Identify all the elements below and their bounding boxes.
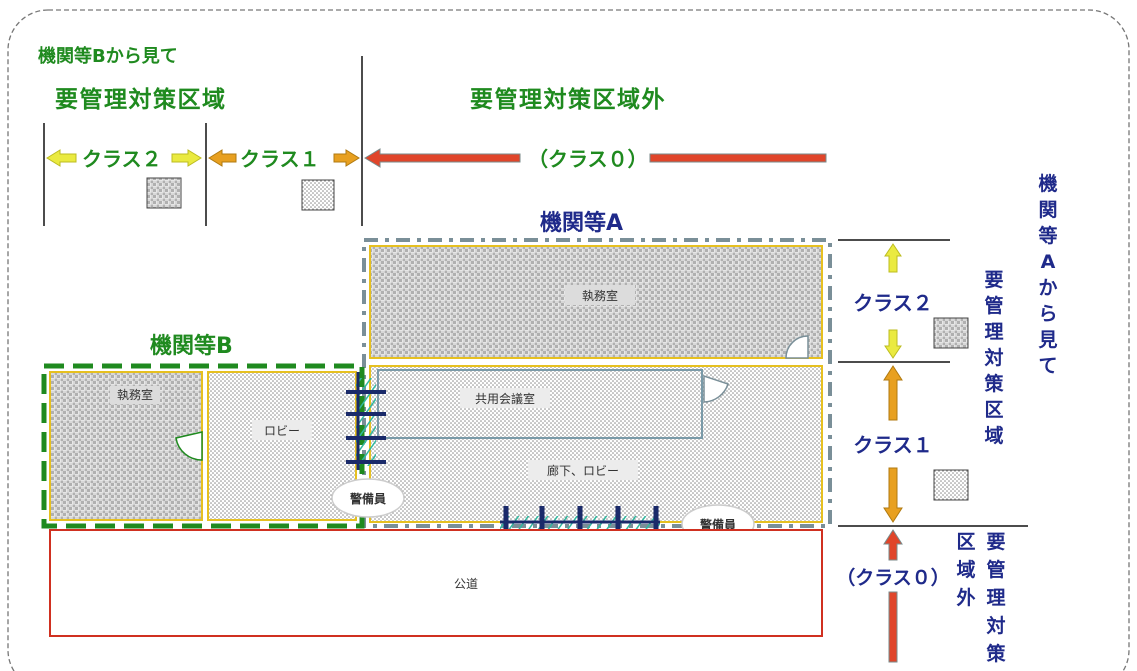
a-outside-vertical-1: 区域外: [956, 531, 975, 609]
vertical-char: か: [1038, 277, 1057, 299]
guard-2-label: 警備員: [699, 517, 736, 532]
a-class0-label: （クラス０）: [836, 566, 950, 589]
org-b-boundary: [41, 363, 365, 529]
vertical-char: 見: [1038, 329, 1057, 351]
b-office-label: 執務室: [117, 387, 153, 402]
lobby-label-bg: [252, 420, 312, 440]
vertical-char: 要: [986, 531, 1005, 553]
vertical-char: 等: [1037, 224, 1057, 247]
a-class2-arrows: [884, 243, 902, 359]
vertical-char: 管: [984, 294, 1003, 317]
a-class1-label: クラス１: [853, 433, 933, 457]
guard-1-label: 警備員: [349, 491, 386, 506]
class2-arrow-left: [46, 149, 77, 167]
a-controlled-vertical: 要管理対策区域: [983, 269, 1004, 447]
vertical-char: 理: [986, 587, 1005, 609]
class1-arrow-left: [208, 149, 237, 167]
legend-class2-swatch: [146, 177, 182, 209]
corridor-label: 廊下、ロビー: [547, 463, 619, 478]
corridor-label-bg: [528, 460, 638, 480]
guard-1-bubble: [331, 478, 405, 518]
outer-frame: [7, 9, 1130, 671]
vertical-char: 対: [983, 346, 1003, 369]
org-a-label: 機関等A: [540, 210, 623, 236]
legend-class1-swatch: [301, 179, 335, 211]
vertical-char: 理: [984, 321, 1003, 343]
a-office-door: [785, 335, 809, 359]
class2-arrow-right: [171, 149, 202, 167]
lobby-room: [207, 371, 357, 521]
class0-label-top: （クラス０）: [528, 147, 648, 171]
vertical-char: A: [1041, 251, 1056, 273]
a-class2-label: クラス２: [853, 291, 933, 315]
conference-room: [377, 369, 703, 439]
road-label: 公道: [454, 577, 478, 591]
vertical-char: 管: [986, 558, 1005, 581]
legend-a-class2-swatch: [933, 317, 969, 349]
a-office-label-bg: [565, 285, 635, 305]
conference-label: 共用会議室: [475, 391, 535, 406]
conference-label-bg: [460, 388, 550, 408]
public-road: [49, 529, 823, 637]
lobby-label: ロビー: [264, 424, 300, 438]
vertical-char: ら: [1038, 303, 1057, 325]
b-controlled-label: 要管理対策区域: [55, 86, 227, 113]
a-class0-arrow: [883, 529, 903, 663]
a-class1-arrows: [883, 365, 903, 523]
conference-door: [703, 374, 729, 403]
vertical-char: 区: [984, 399, 1003, 421]
vertical-char: 区: [956, 531, 975, 553]
class1-label-top: クラス１: [240, 147, 320, 171]
vertical-char: 外: [956, 586, 975, 609]
vertical-char: て: [1038, 355, 1057, 377]
b-office-label-bg: [110, 386, 160, 404]
a-outside-vertical-2: 要管理対策: [985, 531, 1006, 665]
b-office-door: [175, 431, 203, 461]
vertical-char: 策: [984, 372, 1004, 395]
class2-label-top: クラス２: [82, 147, 162, 171]
vertical-char: 策: [986, 642, 1006, 665]
vertical-char: 要: [984, 269, 1003, 291]
vertical-char: 対: [985, 614, 1005, 637]
vertical-char: 域: [956, 558, 975, 581]
gate-lobby: [346, 372, 386, 470]
org-b-label: 機関等B: [150, 333, 233, 359]
a-office-label: 執務室: [582, 288, 618, 303]
b-view-title: 機関等Bから見て: [38, 45, 178, 67]
class1-arrow-right: [333, 149, 360, 167]
vertical-char: 機: [1038, 172, 1057, 195]
vertical-char: 域: [984, 424, 1003, 447]
legend-a-class1-swatch: [933, 469, 969, 501]
vertical-char: 関: [1038, 199, 1057, 221]
class0-arrow: [364, 148, 827, 168]
b-outside-label: 要管理対策区域外: [470, 86, 666, 113]
